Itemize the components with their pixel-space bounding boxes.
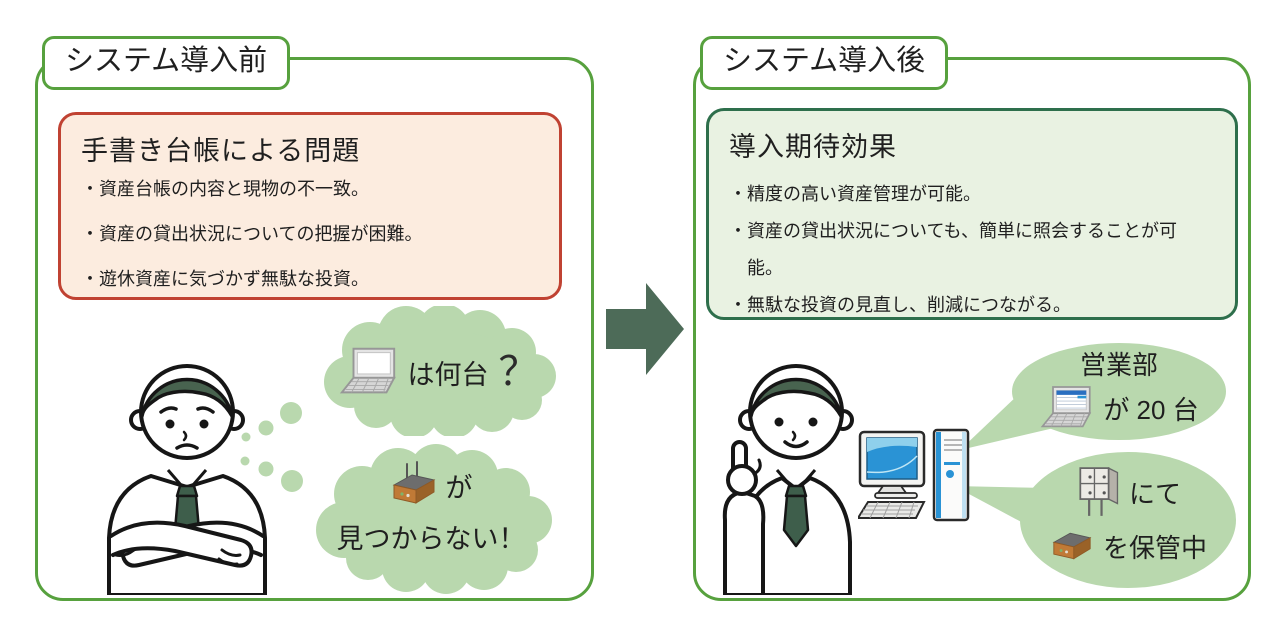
bullet-item: ・精度の高い資産管理が可能。 xyxy=(729,184,981,204)
sales-row2: が 20 台 xyxy=(1012,382,1226,434)
block-arrow-right-icon xyxy=(606,283,684,375)
sales-row1: 営業部 xyxy=(1012,348,1226,380)
thought-missing-row1: が xyxy=(308,456,554,514)
thought-pc-row: は何台 ？ xyxy=(318,340,558,404)
sales-count-text: が 20 台 xyxy=(1103,394,1199,425)
thought-dots xyxy=(240,402,303,492)
hair xyxy=(140,377,234,418)
laptop-spreadsheet-icon xyxy=(1040,386,1092,428)
effect-bullet-list: ・精度の高い資産管理が可能。 ・資産の貸出状況についても、簡単に照会することが可… xyxy=(729,176,1215,324)
panel-before-title: システム導入前 xyxy=(42,36,291,90)
storage-cabinet-icon xyxy=(1079,467,1119,516)
laptop-icon xyxy=(339,347,396,394)
storage-row1: にて xyxy=(1020,464,1236,520)
effect-box: 導入期待効果 ・精度の高い資産管理が可能。 ・資産の貸出状況についても、簡単に照… xyxy=(706,108,1238,320)
bullet-item: ・資産の貸出状況についても、簡単に照会することが可能。 xyxy=(729,221,1178,278)
router-icon xyxy=(392,461,435,504)
thought-pc-text: は何台 xyxy=(407,359,489,390)
storage-location-text: にて xyxy=(1128,478,1181,509)
storage-status-text: を保管中 xyxy=(1102,532,1207,563)
bullet-item: ・遊休資産に気づかず無駄な投資。 xyxy=(81,268,369,289)
question-mark: ？ xyxy=(498,350,539,394)
thought-missing-particle: が xyxy=(445,472,473,503)
desktop-computer-icon xyxy=(858,428,970,522)
router-icon xyxy=(1052,532,1092,560)
worried-man-illustration xyxy=(107,364,267,595)
thought-missing-text: 見つからない！ xyxy=(336,523,526,554)
sales-department-text: 営業部 xyxy=(1079,349,1158,380)
problem-box: 手書き台帳による問題 ・資産台帳の内容と現物の不一致。 ・資産の貸出状況について… xyxy=(58,112,562,300)
effect-box-title: 導入期待効果 xyxy=(729,132,897,162)
thought-cloud-pc xyxy=(324,306,556,436)
bullet-item: ・資産の貸出状況についての把握が困難。 xyxy=(81,223,423,244)
thought-missing-row2: 見つからない！ xyxy=(308,516,554,556)
pointing-man-illustration xyxy=(722,364,854,595)
bullet-item: ・資産台帳の内容と現物の不一致。 xyxy=(81,179,369,199)
hair xyxy=(749,377,843,418)
thought-cloud-missing xyxy=(316,444,552,594)
speech-bubble-storage xyxy=(1020,452,1236,588)
panel-after-title: システム導入後 xyxy=(700,36,949,90)
bullet-item: ・無駄な投資の見直し、削減につながる。 xyxy=(729,295,1071,315)
problem-bullet-list: ・資産台帳の内容と現物の不一致。 ・資産の貸出状況についての把握が困難。 ・遊休… xyxy=(81,179,539,289)
storage-row2: を保管中 xyxy=(1020,524,1236,568)
problem-box-title: 手書き台帳による問題 xyxy=(81,136,361,166)
